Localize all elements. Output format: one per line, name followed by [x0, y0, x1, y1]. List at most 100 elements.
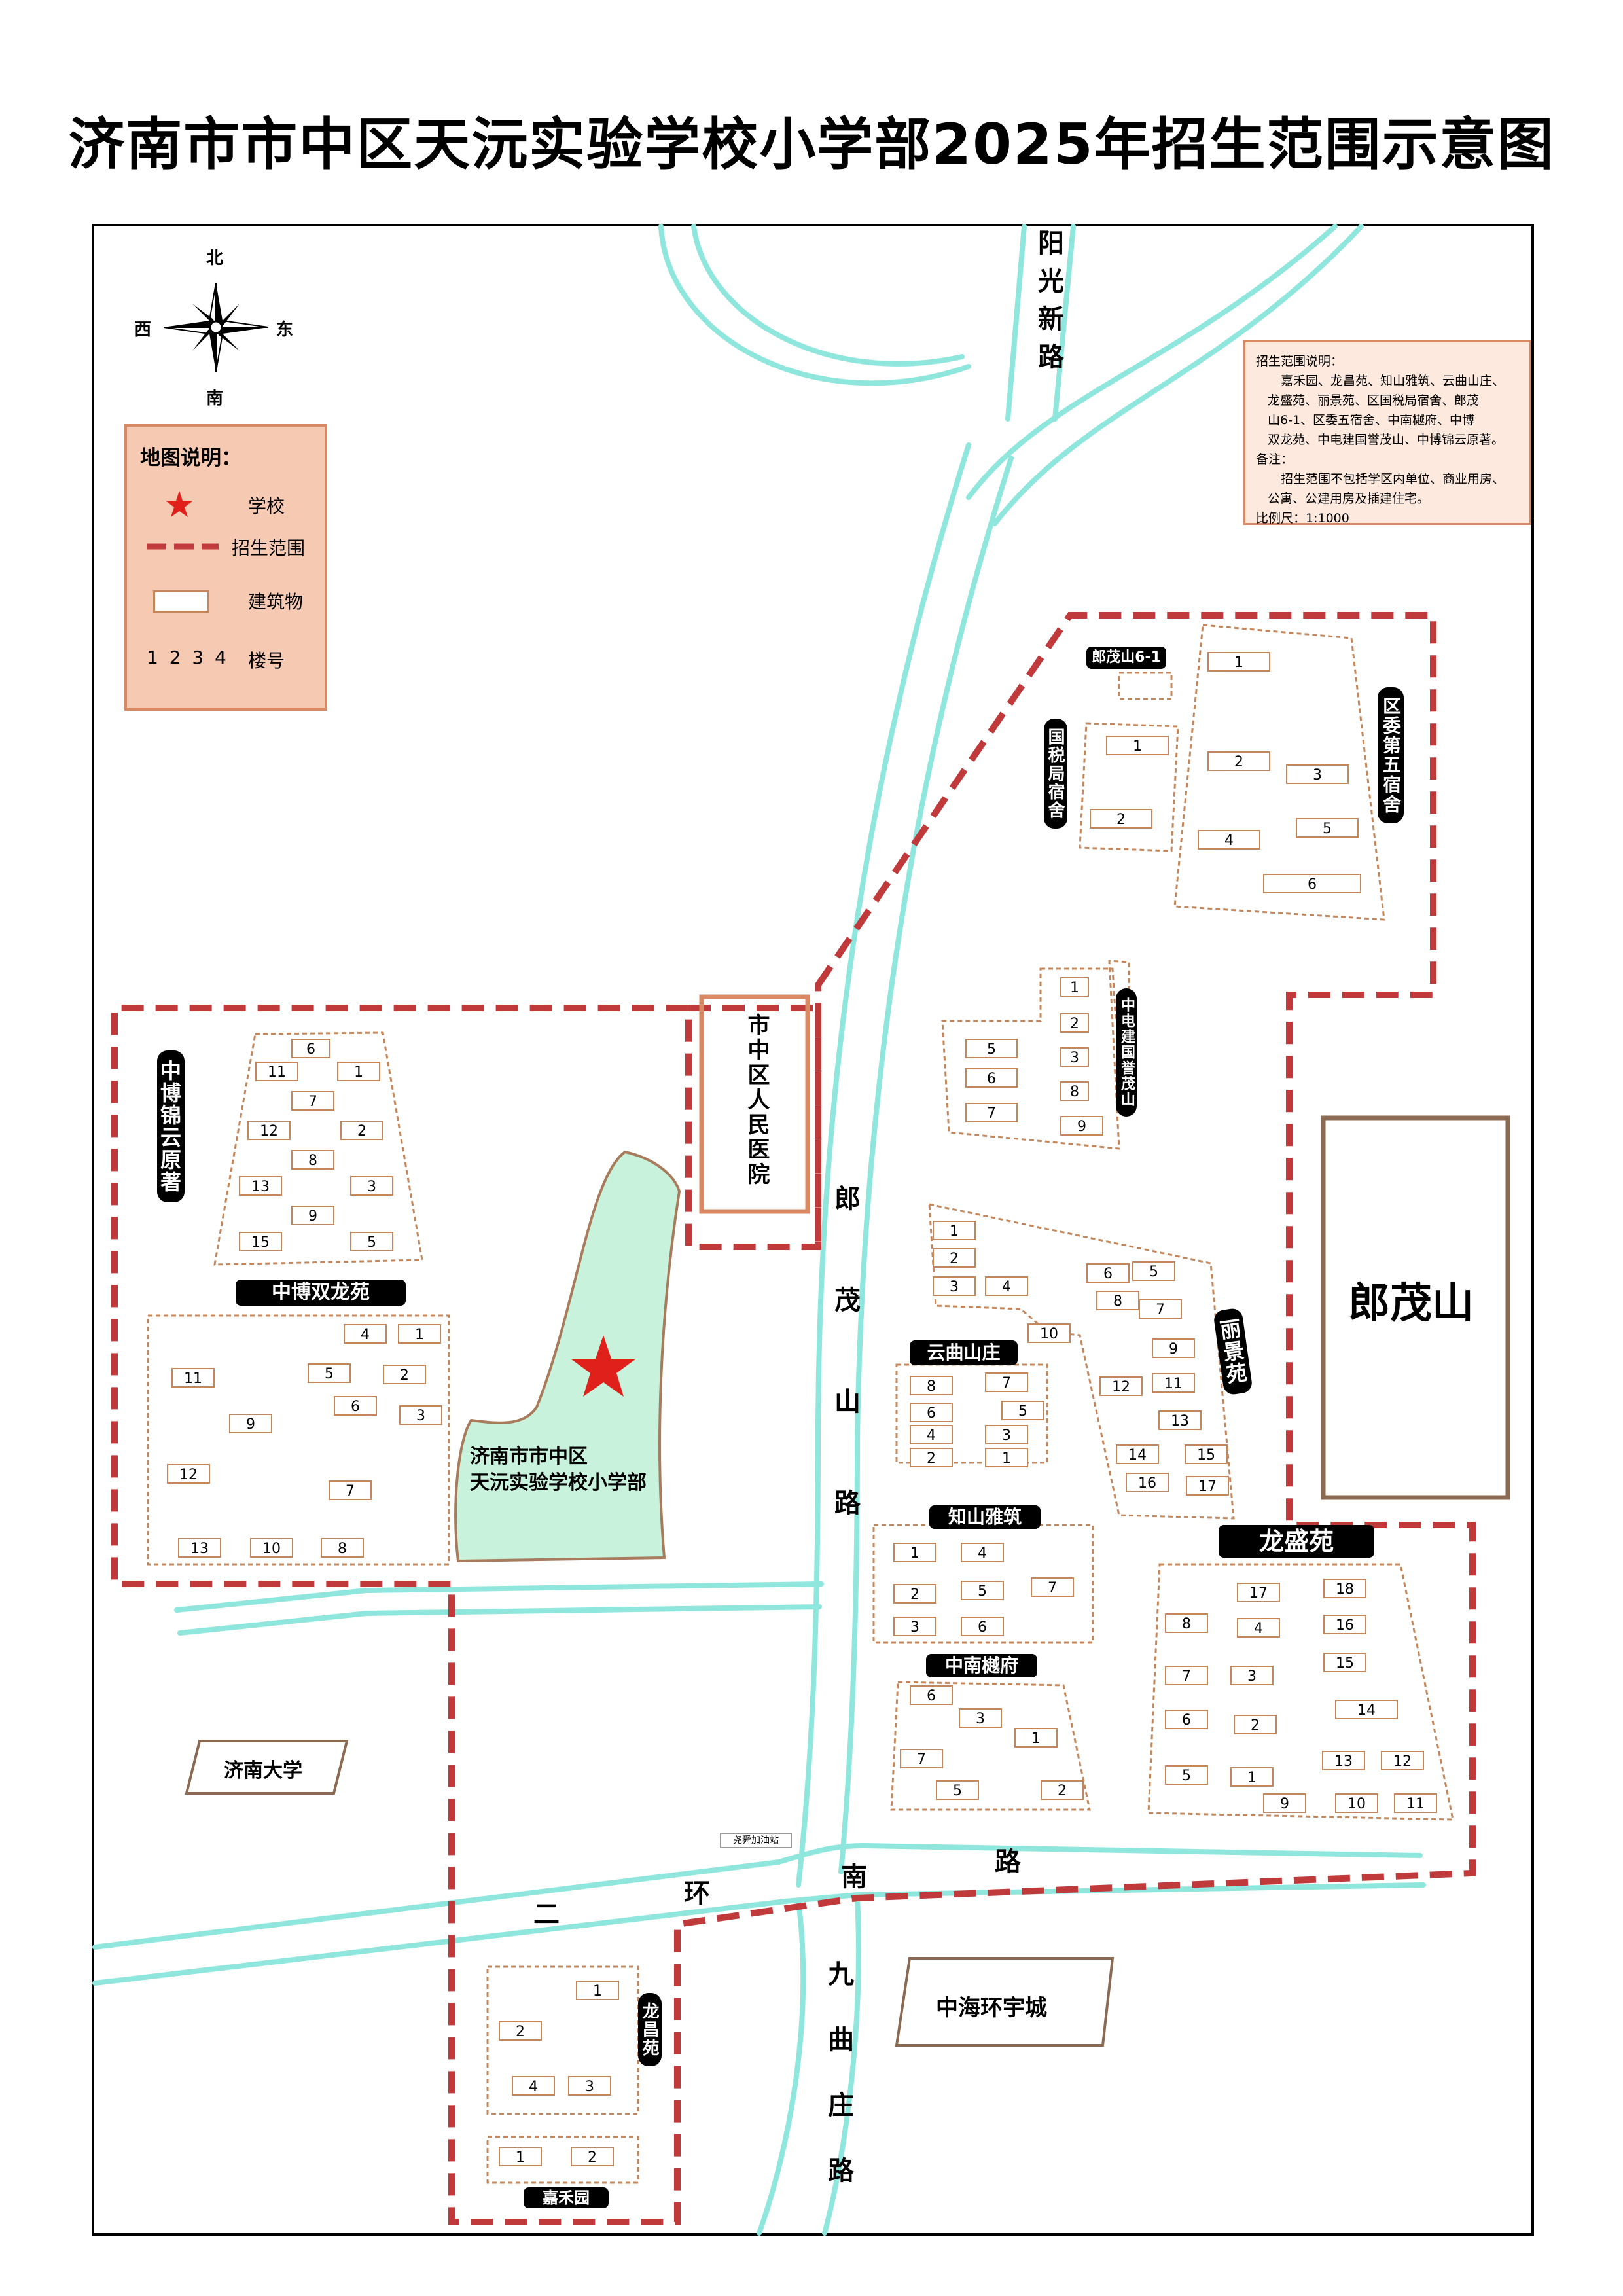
building-box: 7 — [985, 1372, 1028, 1392]
info-line: 备注： — [1256, 452, 1294, 467]
road-curve-left-inner — [691, 224, 965, 367]
outline-quwei — [1173, 624, 1385, 921]
building-box: 1 — [398, 1324, 441, 1344]
building-box: 12 — [247, 1121, 291, 1140]
building-box: 7 — [965, 1103, 1018, 1122]
building-box: 10 — [1027, 1323, 1071, 1343]
building-box: 7 — [1031, 1577, 1074, 1597]
road-label-jiuqu: 九曲庄路 — [823, 1960, 853, 2222]
road-ne-inner — [992, 224, 1364, 526]
road-yangguang-right — [1052, 224, 1076, 422]
compass-icon — [163, 282, 269, 372]
building-box: 5 — [1001, 1401, 1044, 1420]
building-box: 17 — [1186, 1476, 1229, 1496]
building-box: 3 — [568, 2076, 611, 2096]
building-box: 1 — [985, 1448, 1028, 1467]
zhonghai-block — [895, 1957, 1115, 2047]
school-area — [454, 1150, 681, 1563]
road-label-langmao: 郎茂山路 — [830, 1185, 860, 1590]
label-yunqu: 云曲山庄 — [910, 1340, 1018, 1365]
building-box: 7 — [1139, 1299, 1182, 1319]
road-langmao-right — [838, 456, 1014, 1874]
building-box: 4 — [512, 2076, 555, 2096]
building-box: 1 — [499, 2147, 542, 2166]
school-star-icon — [571, 1335, 636, 1397]
road-label-erhuan-1: 二 — [533, 1899, 560, 1929]
building-box: 9 — [1060, 1116, 1103, 1136]
building-box: 9 — [1263, 1793, 1306, 1813]
building-box: 8 — [321, 1538, 364, 1558]
building-box: 6 — [1086, 1263, 1130, 1283]
building-box: 1 — [1207, 652, 1270, 672]
building-box: 4 — [1237, 1618, 1280, 1638]
building-box: 1 — [1230, 1767, 1274, 1787]
building-box: 4 — [910, 1425, 953, 1444]
legend-school: 学校 — [248, 495, 285, 517]
compass-west: 西 — [134, 320, 152, 340]
jinan-univ-block — [185, 1740, 349, 1795]
road-label-erhuan-4: 路 — [995, 1847, 1021, 1877]
road-jiuqu-right — [822, 1895, 861, 2236]
boundary-east — [111, 612, 1476, 2225]
road-west-top — [174, 1581, 824, 1613]
road-curve-left-outer — [658, 224, 971, 386]
label-zhongbo-jinyun: 中博锦云原著 — [157, 1050, 185, 1202]
building-box: 8 — [1165, 1613, 1208, 1633]
building-box: 8 — [291, 1150, 334, 1170]
legend-numbers-sample: 1 2 3 4 — [147, 647, 229, 668]
building-box: 6 — [965, 1068, 1018, 1088]
outline-zhongnan — [890, 1681, 1091, 1811]
label-zhongdian: 中电建国誉茂山 — [1116, 988, 1137, 1117]
building-box: 17 — [1237, 1583, 1280, 1602]
building-box: 3 — [933, 1276, 976, 1296]
building-box: 1 — [337, 1062, 380, 1081]
building-box: 1 — [1060, 977, 1089, 997]
building-box: 1 — [933, 1221, 976, 1240]
building-box: 2 — [910, 1448, 953, 1467]
label-langmao61: 郎茂山6-1 — [1086, 647, 1166, 669]
building-box: 6 — [1165, 1710, 1208, 1729]
outline-zhongbo-jinyun — [213, 1031, 423, 1266]
road-label-erhuan-2: 环 — [684, 1878, 710, 1909]
building-box: 3 — [1060, 1047, 1089, 1067]
building-box: 14 — [1335, 1700, 1398, 1719]
building-box: 2 — [1207, 751, 1270, 771]
building-box: 8 — [1096, 1291, 1139, 1310]
building-box: 5 — [308, 1363, 351, 1383]
info-line: 招生范围说明： — [1256, 354, 1344, 368]
legend-numbers: 楼号 — [248, 650, 285, 672]
building-box: 2 — [340, 1121, 383, 1140]
building-box: 11 — [1152, 1373, 1195, 1393]
road-ne-outer — [966, 224, 1338, 500]
building-box: 13 — [178, 1538, 221, 1558]
building-box: 9 — [1152, 1338, 1195, 1358]
building-box: 8 — [910, 1376, 953, 1395]
info-line: 招生范围不包括学区内单位、商业用房、 — [1281, 472, 1505, 486]
building-box: 15 — [1323, 1653, 1366, 1672]
building-box: 18 — [1323, 1579, 1366, 1598]
legend-dash-icon — [147, 543, 219, 550]
school-name-line2: 天沅实验学校小学部 — [470, 1471, 647, 1494]
building-box: 10 — [250, 1538, 293, 1558]
building-box: 13 — [1322, 1751, 1365, 1770]
label-zhongnan: 中南樾府 — [926, 1654, 1037, 1677]
outline-longsheng — [1147, 1563, 1454, 1821]
building-box: 2 — [1041, 1780, 1084, 1800]
building-box: 2 — [893, 1584, 936, 1604]
building-box: 4 — [344, 1324, 387, 1344]
langmaoshan-label: 郎茂山 — [1348, 1280, 1474, 1328]
building-box: 11 — [1394, 1793, 1437, 1813]
building-box: 2 — [1060, 1013, 1089, 1033]
building-box: 3 — [350, 1176, 393, 1196]
label-longsheng: 龙盛苑 — [1219, 1525, 1374, 1558]
legend-range: 招生范围 — [232, 537, 306, 559]
building-box: 5 — [1165, 1765, 1208, 1785]
building-box: 1 — [1014, 1728, 1058, 1748]
building-box: 9 — [291, 1206, 334, 1225]
building-box: 4 — [1198, 830, 1260, 850]
jinan-univ-label: 济南大学 — [224, 1759, 302, 1782]
building-box: 4 — [985, 1276, 1028, 1296]
outline-zhishan — [872, 1524, 1094, 1644]
page-title: 济南市市中区天沅实验学校小学部2025年招生范围示意图 — [68, 112, 1555, 177]
